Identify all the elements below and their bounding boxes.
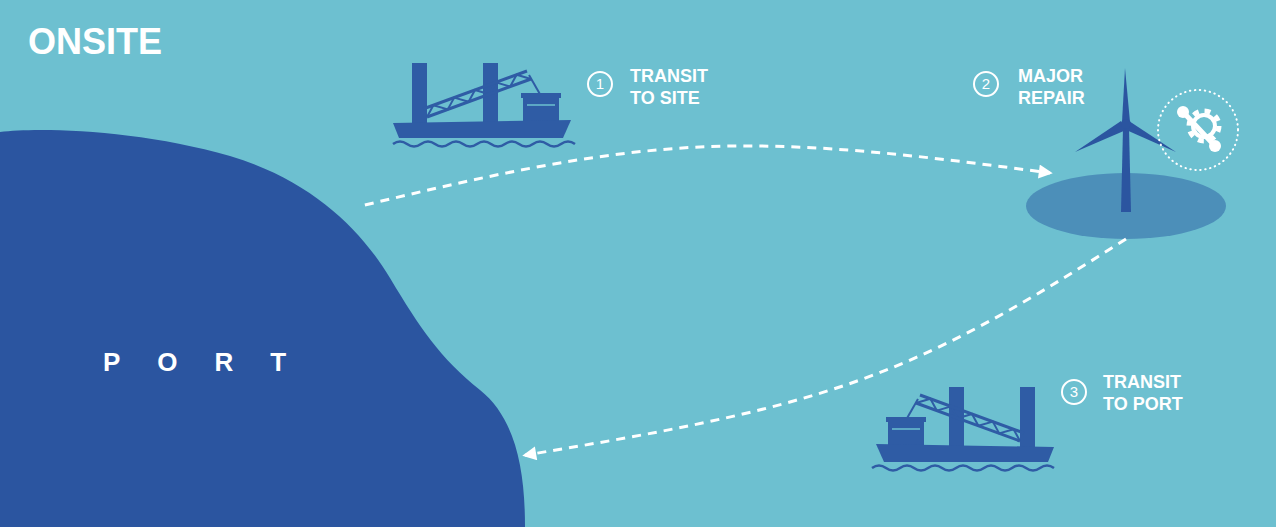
callout-number: 3 [1061, 379, 1087, 405]
transit-route [365, 146, 1050, 205]
transit-route [525, 239, 1126, 455]
wrench-handle [1184, 113, 1214, 145]
wind-turbine [1075, 68, 1176, 212]
wrench-head [1177, 106, 1189, 118]
step-label: TRANSIT TO SITE [630, 65, 725, 109]
turbine-hub [1121, 119, 1131, 129]
land-shape [0, 130, 525, 527]
turbine-blade [1124, 121, 1176, 152]
node-heading: MAJOR REPAIR [1018, 65, 1113, 109]
turbine-tower [1121, 128, 1131, 212]
gear-teeth [1189, 111, 1219, 141]
wrench-head [1209, 140, 1221, 152]
turbine-site: MAJOR REPAIR [1026, 173, 1226, 239]
vessel-outbound [393, 63, 575, 147]
vessel-return [872, 387, 1054, 471]
site-outline [1026, 173, 1226, 239]
site-ellipse [1026, 173, 1226, 239]
land-outline [0, 128, 525, 527]
node-heading: PORT [103, 349, 403, 375]
port-landmass: PORT [0, 128, 525, 527]
dotted-ring [1158, 90, 1238, 170]
step-label: TRANSIT TO PORT [1103, 371, 1198, 415]
callout-number: 2 [973, 71, 999, 97]
gear-body [1193, 115, 1215, 137]
turbine-blade [1122, 68, 1130, 122]
repair-icon [1158, 90, 1238, 170]
turbine-blade [1075, 121, 1126, 152]
callout-number: 1 [587, 71, 613, 97]
diagram-title: ONSITE [28, 24, 162, 60]
